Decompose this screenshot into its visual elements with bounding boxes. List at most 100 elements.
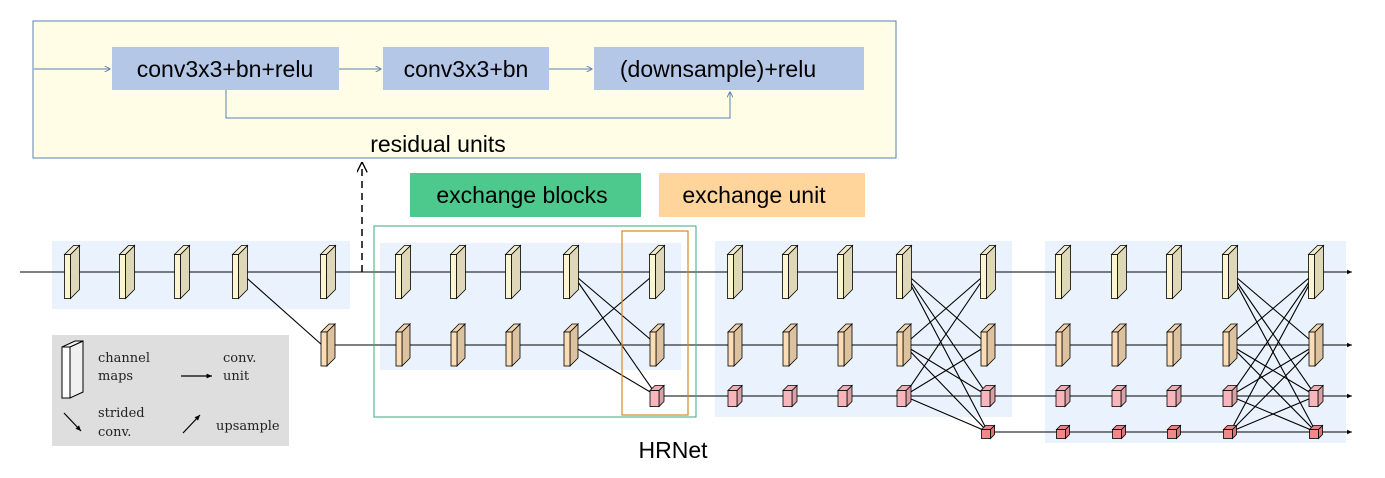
feature-map-block (727, 384, 743, 408)
feature-map-block (505, 323, 521, 367)
feature-map-block (1110, 244, 1128, 300)
feature-map-block (320, 323, 336, 367)
feature-map-block (1222, 323, 1238, 367)
feature-map-block (1111, 424, 1127, 440)
exchange-unit-border (621, 230, 689, 416)
legend-channel-line2: maps (98, 369, 133, 384)
feature-map-block (1222, 384, 1238, 408)
feature-map-block (562, 244, 580, 300)
channel-maps-icon (61, 340, 84, 399)
feature-map-block (450, 323, 466, 367)
downsample-relu-label: (downsample)+relu (620, 56, 816, 82)
conv-bn-relu-block (112, 47, 339, 90)
connection (570, 271, 658, 397)
feature-map-block (980, 424, 996, 440)
feature-map-block (563, 323, 579, 367)
conv-bn-block (383, 47, 549, 90)
feature-map-block (1054, 244, 1072, 300)
stage4-panel (1045, 241, 1346, 443)
legend-conv-line2: unit (223, 369, 250, 384)
connection (570, 344, 658, 397)
feature-map-block (1308, 384, 1324, 408)
feature-map-block (781, 244, 799, 300)
exchange-blocks-tag: exchange blocks (410, 173, 641, 217)
feature-map-block (1221, 244, 1239, 300)
feature-map-block (836, 244, 854, 300)
feature-map-block (1055, 424, 1071, 440)
connection (903, 344, 989, 397)
feature-map-block (1308, 424, 1324, 440)
feature-map-block (1166, 384, 1182, 408)
feature-map-block (1222, 424, 1238, 440)
upsample-icon (182, 414, 201, 434)
residual-units-caption: residual units (370, 131, 506, 157)
feature-map-block (63, 244, 81, 300)
feature-map-block (648, 244, 666, 300)
conv-bn-label: conv3x3+bn (404, 56, 529, 82)
feature-map-block (1165, 244, 1183, 300)
feature-map-block (395, 323, 411, 367)
exchange-blocks-border (373, 225, 697, 418)
feature-map-block (649, 384, 665, 408)
connection (570, 271, 658, 346)
exchange-unit-tag: exchange unit (659, 173, 865, 217)
conv-bn-relu-label: conv3x3+bn+relu (137, 56, 313, 82)
feature-map-block (1055, 323, 1071, 367)
legend-box (52, 335, 289, 446)
legend-channel-line1: channel (98, 351, 150, 366)
feature-map-block (649, 323, 665, 367)
feature-map-block (1055, 384, 1071, 408)
connection (903, 271, 989, 346)
feature-map-block (1166, 424, 1182, 440)
connection (1229, 271, 1317, 397)
feature-map-block (782, 323, 798, 367)
feature-map-block (727, 323, 743, 367)
feature-map-block (1307, 244, 1325, 300)
feature-map-block (394, 244, 412, 300)
hrnet-title: HRNet (638, 437, 708, 463)
feature-map-block (1111, 323, 1127, 367)
feature-map-block (1308, 323, 1324, 367)
stem-panel (52, 241, 350, 309)
stage3-panel (715, 241, 1012, 417)
feature-map-block (837, 384, 853, 408)
feature-map-block (980, 323, 996, 367)
strided-conv-icon (63, 412, 82, 432)
exchange-blocks-label: exchange blocks (436, 182, 607, 208)
feature-map-block (319, 244, 337, 300)
feature-blocks (63, 244, 1325, 440)
connection (239, 271, 323, 346)
feature-map-block (896, 323, 912, 367)
feature-map-block (896, 384, 912, 408)
connection (1229, 271, 1317, 346)
feature-map-block (979, 244, 997, 300)
feature-map-block (1166, 323, 1182, 367)
legend-strided-line1: strided (98, 406, 145, 421)
connection (1229, 344, 1317, 433)
feature-map-block (980, 384, 996, 408)
connection (1229, 344, 1317, 397)
connection (903, 271, 989, 433)
feature-map-block (726, 244, 744, 300)
feature-map-block (837, 323, 853, 367)
connection (903, 344, 989, 433)
legend-strided-line2: conv. (98, 425, 131, 440)
feature-map-block (504, 244, 522, 300)
residual-skip-connection (225, 90, 730, 119)
legend-conv-line1: conv. (223, 351, 256, 366)
exchange-unit-label: exchange unit (682, 182, 826, 208)
feature-map-block (173, 244, 191, 300)
feature-map-block (449, 244, 467, 300)
connection (1229, 395, 1317, 433)
feature-map-block (895, 244, 913, 300)
downsample-relu-block (594, 47, 864, 90)
legend: channel maps conv. unit strided conv. up… (52, 335, 289, 446)
connection (903, 271, 989, 397)
connection (903, 395, 989, 433)
feature-map-block (231, 244, 249, 300)
stage-panels (52, 241, 1346, 443)
connection (1229, 271, 1317, 433)
stage2-panel (380, 243, 681, 370)
